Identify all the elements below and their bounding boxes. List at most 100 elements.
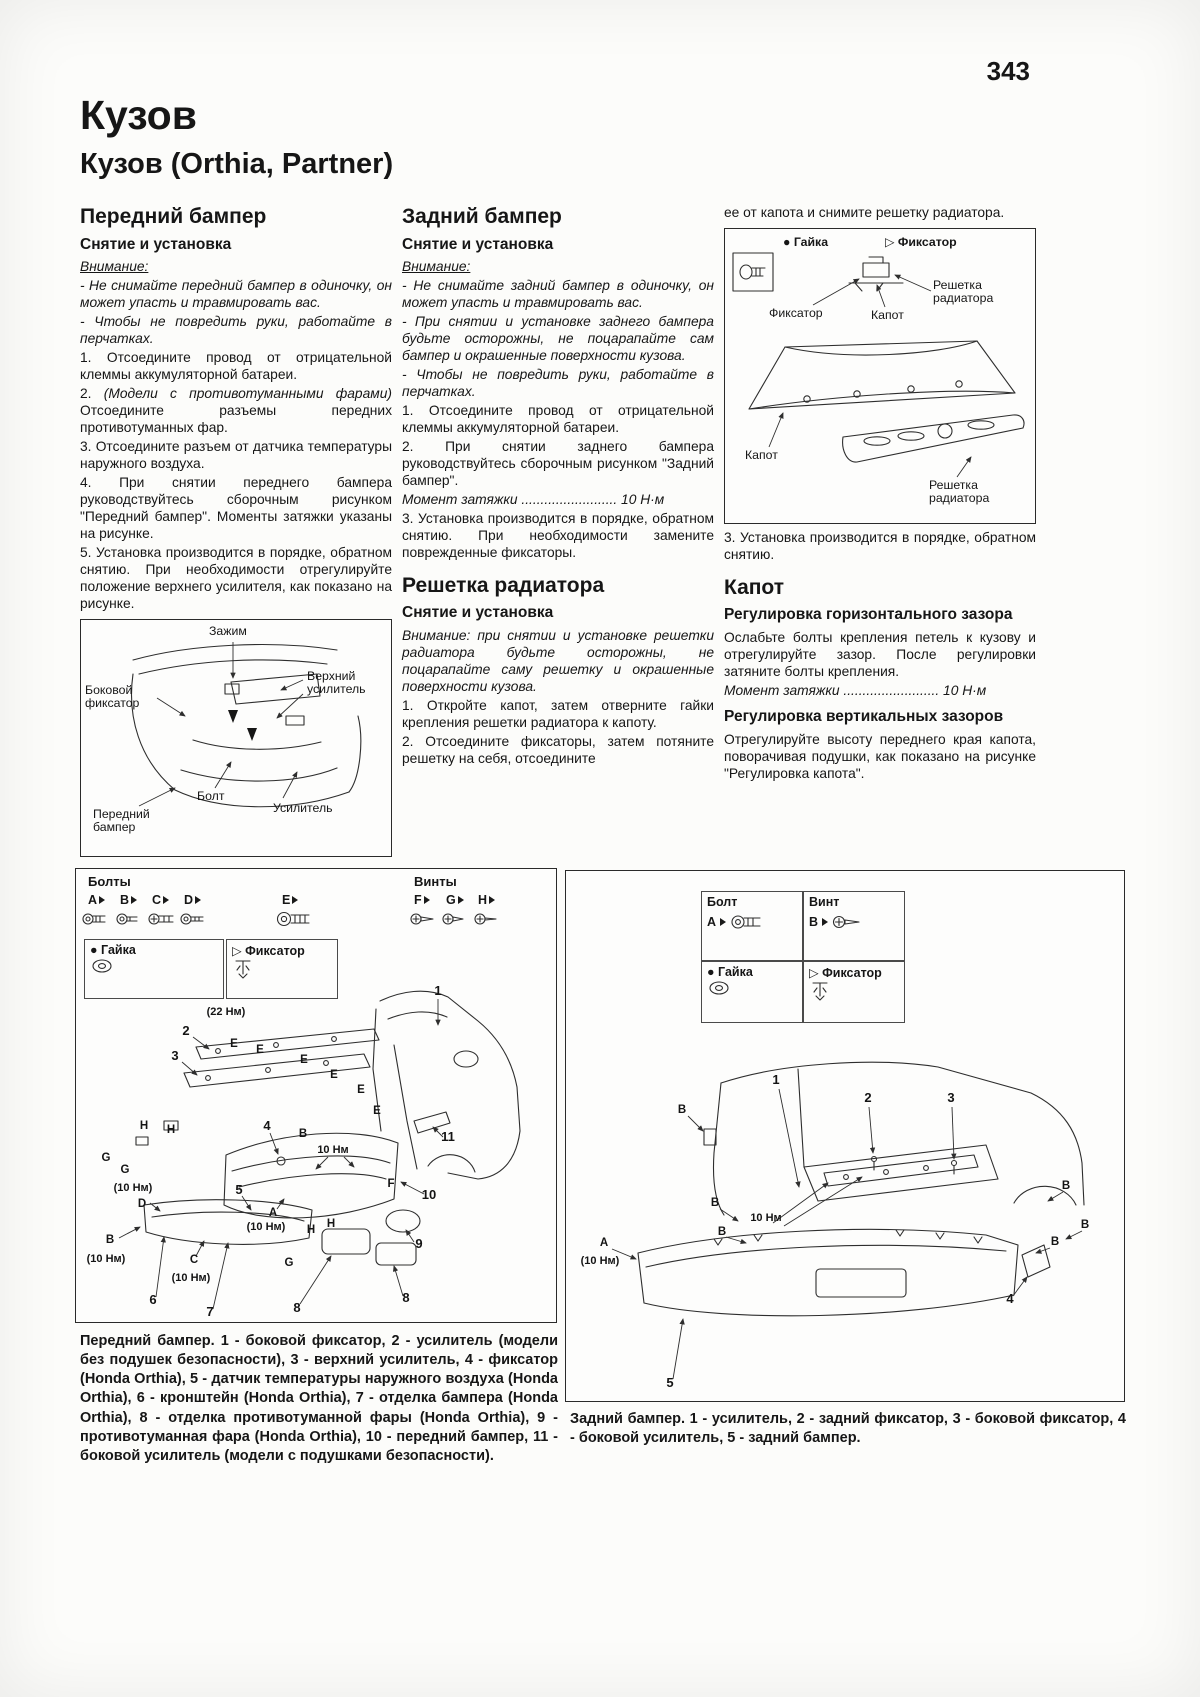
callout-5: 5 (666, 1375, 673, 1390)
step-text: 3. Установка производится в порядке, обр… (724, 529, 1036, 562)
arrow-icon (822, 918, 829, 926)
marker-E: E (330, 1069, 338, 1081)
legend-clip-cell: ▷ Фиксатор (803, 961, 905, 1023)
attention-label: Внимание: (80, 259, 149, 275)
column-rear-bumper: Задний бампер Снятие и установка Внимани… (402, 205, 714, 770)
attention-paragraph: Внимание: при снятии и установке решетки… (402, 628, 714, 695)
legend-letter-D: D (184, 893, 202, 907)
callout-6: 6 (149, 1292, 156, 1307)
paragraph: Отрегулируйте высоту переднего края капо… (724, 731, 1036, 781)
callout-8: 8 (293, 1300, 300, 1315)
marker-B: B (106, 1234, 114, 1246)
label-clip: Фиксатор (769, 305, 823, 320)
legend-screw-cell: Винт B (803, 891, 905, 961)
letter: B (809, 915, 819, 929)
radiator-grille-drawing (732, 252, 1025, 478)
subheading-removal-install: Снятие и установка (80, 235, 232, 253)
attention-label: Внимание: (402, 259, 471, 275)
bolt-e-icon (276, 911, 310, 927)
legend-letter-G: G (446, 893, 464, 907)
page-number: 343 (986, 56, 1030, 86)
rear-bumper-caption: Задний бампер. 1 - усилитель, 2 - задний… (570, 1411, 1126, 1447)
marker-H: H (140, 1120, 148, 1132)
screw-h-icon (474, 913, 497, 925)
arrow-icon (489, 896, 496, 904)
nut-icon (709, 981, 729, 995)
torque-10p: (10 Нм) (87, 1253, 126, 1265)
legend-bolts-header: Болты (88, 874, 131, 889)
step-text: 3. Установка производится в порядке, обр… (402, 510, 714, 560)
callout-8: 8 (402, 1290, 409, 1305)
arrow-icon (292, 896, 299, 904)
legend-letter-A: A (88, 893, 106, 907)
step-text: 2. (Модели с противотуманными фарами) От… (80, 386, 392, 437)
front-bumper-exploded-drawing: 1 2 3 (22 Нм) E E E E E E 11 4 B 5 A (10… (87, 983, 521, 1319)
attention-item: - Чтобы не повредить руки, работайте в п… (402, 367, 714, 400)
front-bumper-exploded-figure: 1 2 3 (22 Нм) E E E E E E 11 4 B 5 A (10… (75, 868, 557, 1323)
callout-5: 5 (235, 1182, 242, 1197)
marker-B: B (299, 1128, 307, 1140)
marker-B: B (678, 1104, 686, 1116)
torque-10: 10 Нм (750, 1212, 781, 1224)
label-grille: Решетка радиатора (929, 477, 990, 506)
arrow-icon (720, 918, 727, 926)
letter: G (446, 893, 456, 907)
arrow-icon (163, 896, 170, 904)
paragraph: Ослабьте болты крепления петель к кузову… (724, 630, 1036, 680)
screw-icon (832, 915, 860, 929)
callout-4: 4 (1006, 1291, 1014, 1306)
attention-item: - Чтобы не повредить руки, работайте в п… (80, 314, 392, 347)
column-grille-hood: ее от капота и снимите решетку радиатора… (724, 205, 1036, 785)
chapter-title: Кузов (80, 92, 197, 138)
front-bumper-structure-drawing (130, 641, 362, 808)
section-heading-front-bumper: Передний бампер (80, 205, 267, 228)
torque-10p: (10 Нм) (581, 1255, 620, 1267)
torque-10p: (10 Нм) (172, 1272, 211, 1284)
callout-1: 1 (434, 983, 441, 998)
torque-10: 10 Нм (317, 1144, 348, 1156)
label-side-clip: Боковой фиксатор (85, 682, 140, 710)
letter: F (414, 893, 422, 907)
marker-E: E (230, 1038, 238, 1050)
step-text: 2. При снятии заднего бампера руководств… (402, 439, 714, 488)
marker-H: H (327, 1218, 335, 1230)
rear-bumper-exploded-drawing: 1 2 3 B B B 4 10 Нм B B A (10 Нм) 5 B (581, 1061, 1089, 1390)
letter: D (184, 893, 194, 907)
step-text: 1. Отсоедините провод от отрицательной к… (80, 350, 392, 383)
subheading-horizontal-gap: Регулировка горизонтального зазора (724, 606, 1013, 624)
marker-D: D (138, 1198, 146, 1210)
attention-item: - Не снимайте задний бампер в одиночку, … (402, 278, 714, 311)
marker-B: B (1081, 1219, 1089, 1231)
legend-screw-row: B (809, 912, 899, 932)
arrow-icon (99, 896, 106, 904)
marker-F: F (387, 1178, 394, 1190)
front-bumper-structure-figure: Зажим Верхний усилитель Боковой фиксатор… (80, 618, 392, 857)
legend-nut-cell: ● Гайка (701, 961, 803, 1023)
legend-bolt-cell: Болт A (701, 891, 803, 961)
label-clamp: Зажим (209, 623, 247, 638)
bolt-icon (731, 915, 761, 929)
step-number: 2. (80, 386, 104, 402)
subheading-removal-install: Снятие и установка (402, 235, 554, 253)
screw-f-icon (410, 913, 434, 925)
callout-11: 11 (441, 1129, 455, 1144)
legend-letter-C: C (152, 893, 170, 907)
marker-E: E (256, 1044, 264, 1056)
letter: A (707, 915, 717, 929)
label-hood: Капот (745, 447, 778, 462)
clip-icon (812, 982, 828, 1001)
bolt-c-icon (148, 913, 174, 925)
step-text: 5. Установка производится в порядке, обр… (80, 544, 392, 611)
step-text: 1. Отсоедините провод от отрицательной к… (402, 403, 714, 436)
front-bumper-caption: Передний бампер. 1 - боковой фиксатор, 2… (80, 1333, 558, 1464)
letter: C (152, 893, 162, 907)
legend-nut-label: ● Гайка (90, 943, 136, 957)
torque-10p: (10 Нм) (247, 1221, 286, 1233)
callout-4: 4 (263, 1118, 271, 1133)
marker-B: B (711, 1197, 719, 1209)
torque-spec: Момент затяжки .........................… (402, 491, 665, 507)
label-front-bumper: Передний бампер (93, 806, 150, 834)
torque-spec: Момент затяжки .........................… (724, 683, 987, 699)
marker-A: A (600, 1237, 608, 1249)
legend-bolt-row: A (707, 912, 797, 932)
